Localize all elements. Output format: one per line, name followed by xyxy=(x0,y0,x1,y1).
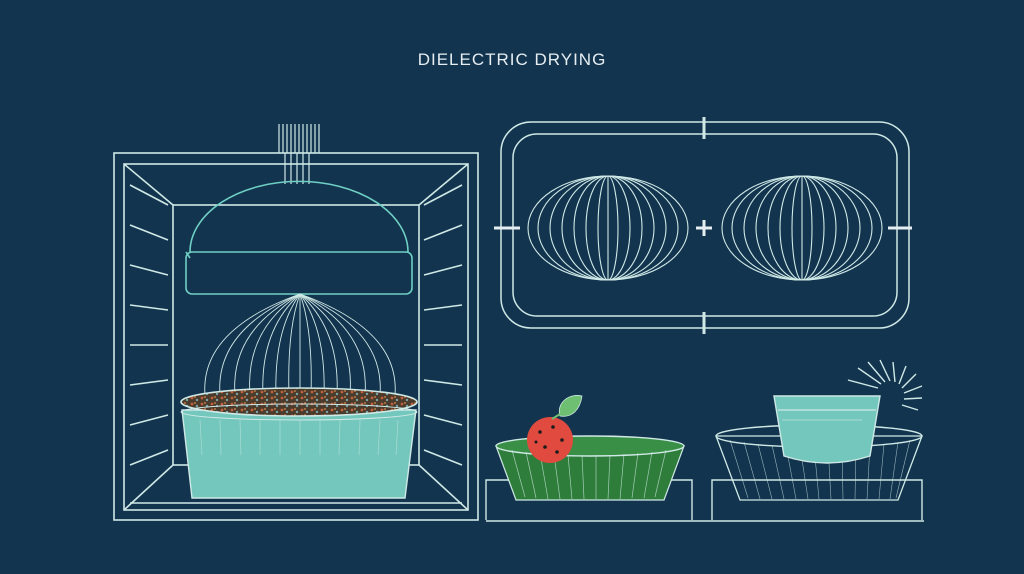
diagram-title: DIELECTRIC DRYING xyxy=(417,50,607,69)
cup-icon xyxy=(773,395,881,464)
leaf-icon xyxy=(558,395,583,417)
tub-body xyxy=(181,409,417,499)
plus-icon xyxy=(696,220,712,236)
drying-tub xyxy=(180,387,418,499)
oven-corner-line xyxy=(418,163,469,206)
terminal-markers xyxy=(494,220,912,236)
dome-emitter xyxy=(185,180,413,295)
oven-right-rails xyxy=(423,184,463,466)
steam-rays-icon xyxy=(847,359,923,411)
oven-vent xyxy=(278,124,320,184)
oven-left-rails xyxy=(129,184,169,466)
field-lobe-left xyxy=(527,175,689,281)
basket-rim xyxy=(495,435,685,457)
tub-food-surface xyxy=(180,387,418,417)
fruit-basket xyxy=(495,395,685,501)
oven-inner-frame xyxy=(123,163,469,511)
mesh-basket xyxy=(715,359,923,501)
dome-cap xyxy=(189,180,409,253)
oven-corner-line xyxy=(123,163,174,206)
tub-rim xyxy=(180,403,418,421)
strawberry-icon xyxy=(527,417,573,463)
field-panel xyxy=(500,117,910,334)
dome-ring xyxy=(185,251,413,295)
oven-outer-frame xyxy=(113,152,479,521)
field-lobe-right xyxy=(721,175,883,281)
microwave-field-lines xyxy=(204,293,396,396)
